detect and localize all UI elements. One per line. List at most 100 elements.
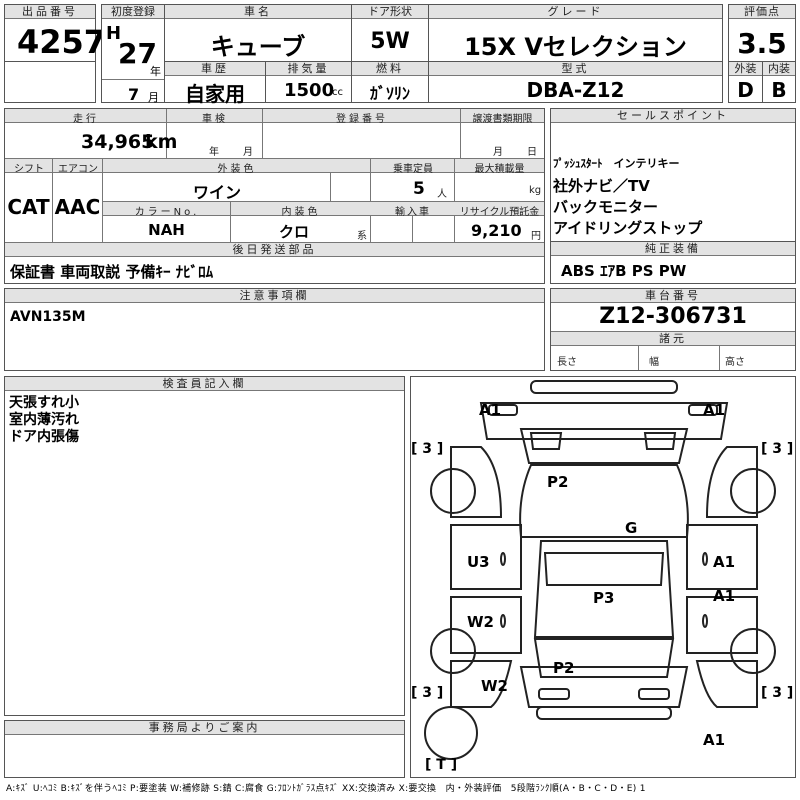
cabin-center	[533, 540, 675, 638]
equipment: ABS ｴｱB PS PW	[561, 262, 687, 280]
recycle-label: リサイクル預託金	[459, 207, 540, 218]
door-type: 5W	[370, 29, 410, 54]
year-unit: 年	[150, 65, 161, 78]
damage-mark: P2	[547, 473, 569, 491]
spare-tire	[424, 706, 478, 760]
roof-front	[519, 464, 689, 538]
rear-fender-left	[450, 660, 513, 708]
lot-number: 4257	[17, 23, 107, 61]
ext-score-cell: 外装 D	[728, 61, 763, 103]
score-label: 評価点	[729, 5, 795, 19]
rear-door-left	[450, 596, 522, 654]
tire-front-left	[430, 468, 476, 514]
tire-label: [ 3 ]	[411, 685, 444, 701]
car-name-label: 車名	[165, 5, 351, 19]
front-vent-right	[643, 432, 677, 450]
capacity-label: 乗車定員	[393, 164, 433, 175]
ext-color: ワイン	[192, 183, 241, 202]
capacity: 5	[413, 179, 425, 199]
sales-point-cell: セールスポイント ﾌﾟｯｼｭｽﾀｰﾄ インテリキー 社外ナビ／TV バックモニタ…	[550, 108, 796, 242]
handle-right	[702, 614, 708, 628]
notes-cell: 注意事項欄 AVN135M	[4, 288, 545, 371]
inspector-cell: 検査員記入欄 天張すれ小 室内薄汚れ ドア内張傷	[4, 376, 405, 716]
sales-point-3: バックモニター	[553, 198, 659, 216]
fuel-cell: 燃料 ｶﾞｿﾘﾝ	[351, 61, 429, 103]
int-score-cell: 内装 B	[762, 61, 796, 103]
damage-mark: A1	[713, 587, 736, 605]
recycle-unit: 円	[531, 231, 541, 242]
inspector-label: 検査員記入欄	[5, 377, 404, 391]
damage-mark: W2	[467, 613, 494, 631]
color-no-label: カラーNo.	[134, 207, 200, 218]
model: DBA-Z12	[526, 78, 625, 102]
damage-mark: A1	[703, 401, 726, 419]
tire-label: [ 3 ]	[411, 441, 444, 457]
chassis-cell: 車台番号 Z12-306731 諸元 長さ 幅 高さ	[550, 288, 796, 371]
front-door-left	[450, 524, 522, 590]
reg-no-label: 登録番号	[336, 114, 388, 125]
sales-point-1: ﾌﾟｯｼｭｽﾀｰﾄ インテリキー	[553, 157, 680, 170]
fuel: ｶﾞｿﾘﾝ	[369, 84, 410, 103]
inspection-year-unit: 年	[209, 147, 219, 158]
score: 3.5	[737, 27, 787, 60]
width-label: 幅	[649, 357, 659, 368]
notes: AVN135M	[10, 309, 86, 325]
recycle-fee: 9,210	[471, 221, 522, 240]
lot-number-cell: 出品番号 4257	[4, 4, 106, 62]
import-label: 輸入車	[395, 207, 431, 218]
displacement-label: 排気量	[266, 62, 351, 76]
int-color-suffix: 系	[357, 231, 367, 242]
roof	[543, 552, 665, 586]
transfer-label: 譲渡書類期限	[472, 114, 533, 125]
mirror-left	[500, 552, 506, 566]
height-label: 高さ	[725, 357, 745, 368]
damage-mark: P2	[553, 659, 575, 677]
office-label: 事務局よりご案内	[5, 721, 404, 735]
sales-point-4: アイドリングストップ	[553, 219, 703, 237]
int-color: クロ	[278, 223, 309, 241]
displacement-unit: cc	[332, 87, 343, 98]
load-label: 最大積載量	[474, 164, 525, 175]
sales-point-2: 社外ナビ／TV	[553, 177, 650, 195]
color-no: NAH	[148, 221, 185, 239]
inspection-label: 車検	[202, 114, 228, 125]
shift-label: シフト	[14, 164, 44, 175]
damage-legend: A:ｷｽﾞ U:ﾍｺﾐ B:ｷｽﾞを伴うﾍｺﾐ P:要塗装 W:補修跡 S:錆 …	[6, 784, 646, 794]
front-fender-left	[450, 446, 503, 518]
front-door-right	[686, 524, 758, 590]
mileage-label: 走行	[73, 114, 99, 125]
rear-hatch	[519, 666, 689, 708]
info-table: 走行 車検 登録番号 譲渡書類期限 34,965 km 年 月 月 日 シフト …	[4, 108, 545, 284]
damage-mark: A1	[703, 731, 726, 749]
grade-cell: グレード 15X Vセレクション	[428, 4, 723, 62]
model-cell: 型式 DBA-Z12	[428, 61, 723, 103]
displacement: 1500	[284, 80, 335, 101]
transfer-month-unit: 月	[493, 147, 503, 158]
tire-label: [ 3 ]	[761, 685, 794, 701]
inspection-month-unit: 月	[243, 147, 253, 158]
int-score-label: 内装	[763, 62, 795, 76]
history: 自家用	[185, 82, 245, 106]
handle-left	[500, 614, 506, 628]
door-cell: ドア形状 5W	[351, 4, 429, 62]
front-headlight-left	[488, 404, 518, 416]
lot-blank-cell	[4, 61, 96, 103]
inspector-line-2: 室内薄汚れ	[9, 412, 79, 428]
damage-mark: A1	[713, 553, 736, 571]
car-diagram: A1 A1 P2 G U3 A1 A1 W2 P3 P2 W2 A1 [ 3 ]…	[410, 376, 796, 778]
spec-label: 諸元	[551, 332, 795, 346]
fuel-label: 燃料	[352, 62, 428, 76]
displacement-cell: 排気量 1500 cc	[265, 61, 352, 103]
model-label: 型式	[429, 62, 722, 76]
first-registration-cell: 初度登録 H 27 年 7 月	[101, 4, 165, 104]
shift: CAT	[7, 195, 50, 219]
car-name-cell: 車名 キューブ	[164, 4, 352, 62]
mileage: 34,965	[81, 131, 155, 153]
sales-point-label: セールスポイント	[551, 109, 795, 123]
later-parts-label: 後日発送部品	[5, 243, 544, 257]
damage-mark: P3	[593, 589, 615, 607]
first-registration-label: 初度登録	[102, 5, 164, 19]
chassis-label: 車台番号	[551, 289, 795, 303]
month-unit: 月	[148, 91, 159, 104]
lot-number-label: 出品番号	[5, 5, 95, 19]
